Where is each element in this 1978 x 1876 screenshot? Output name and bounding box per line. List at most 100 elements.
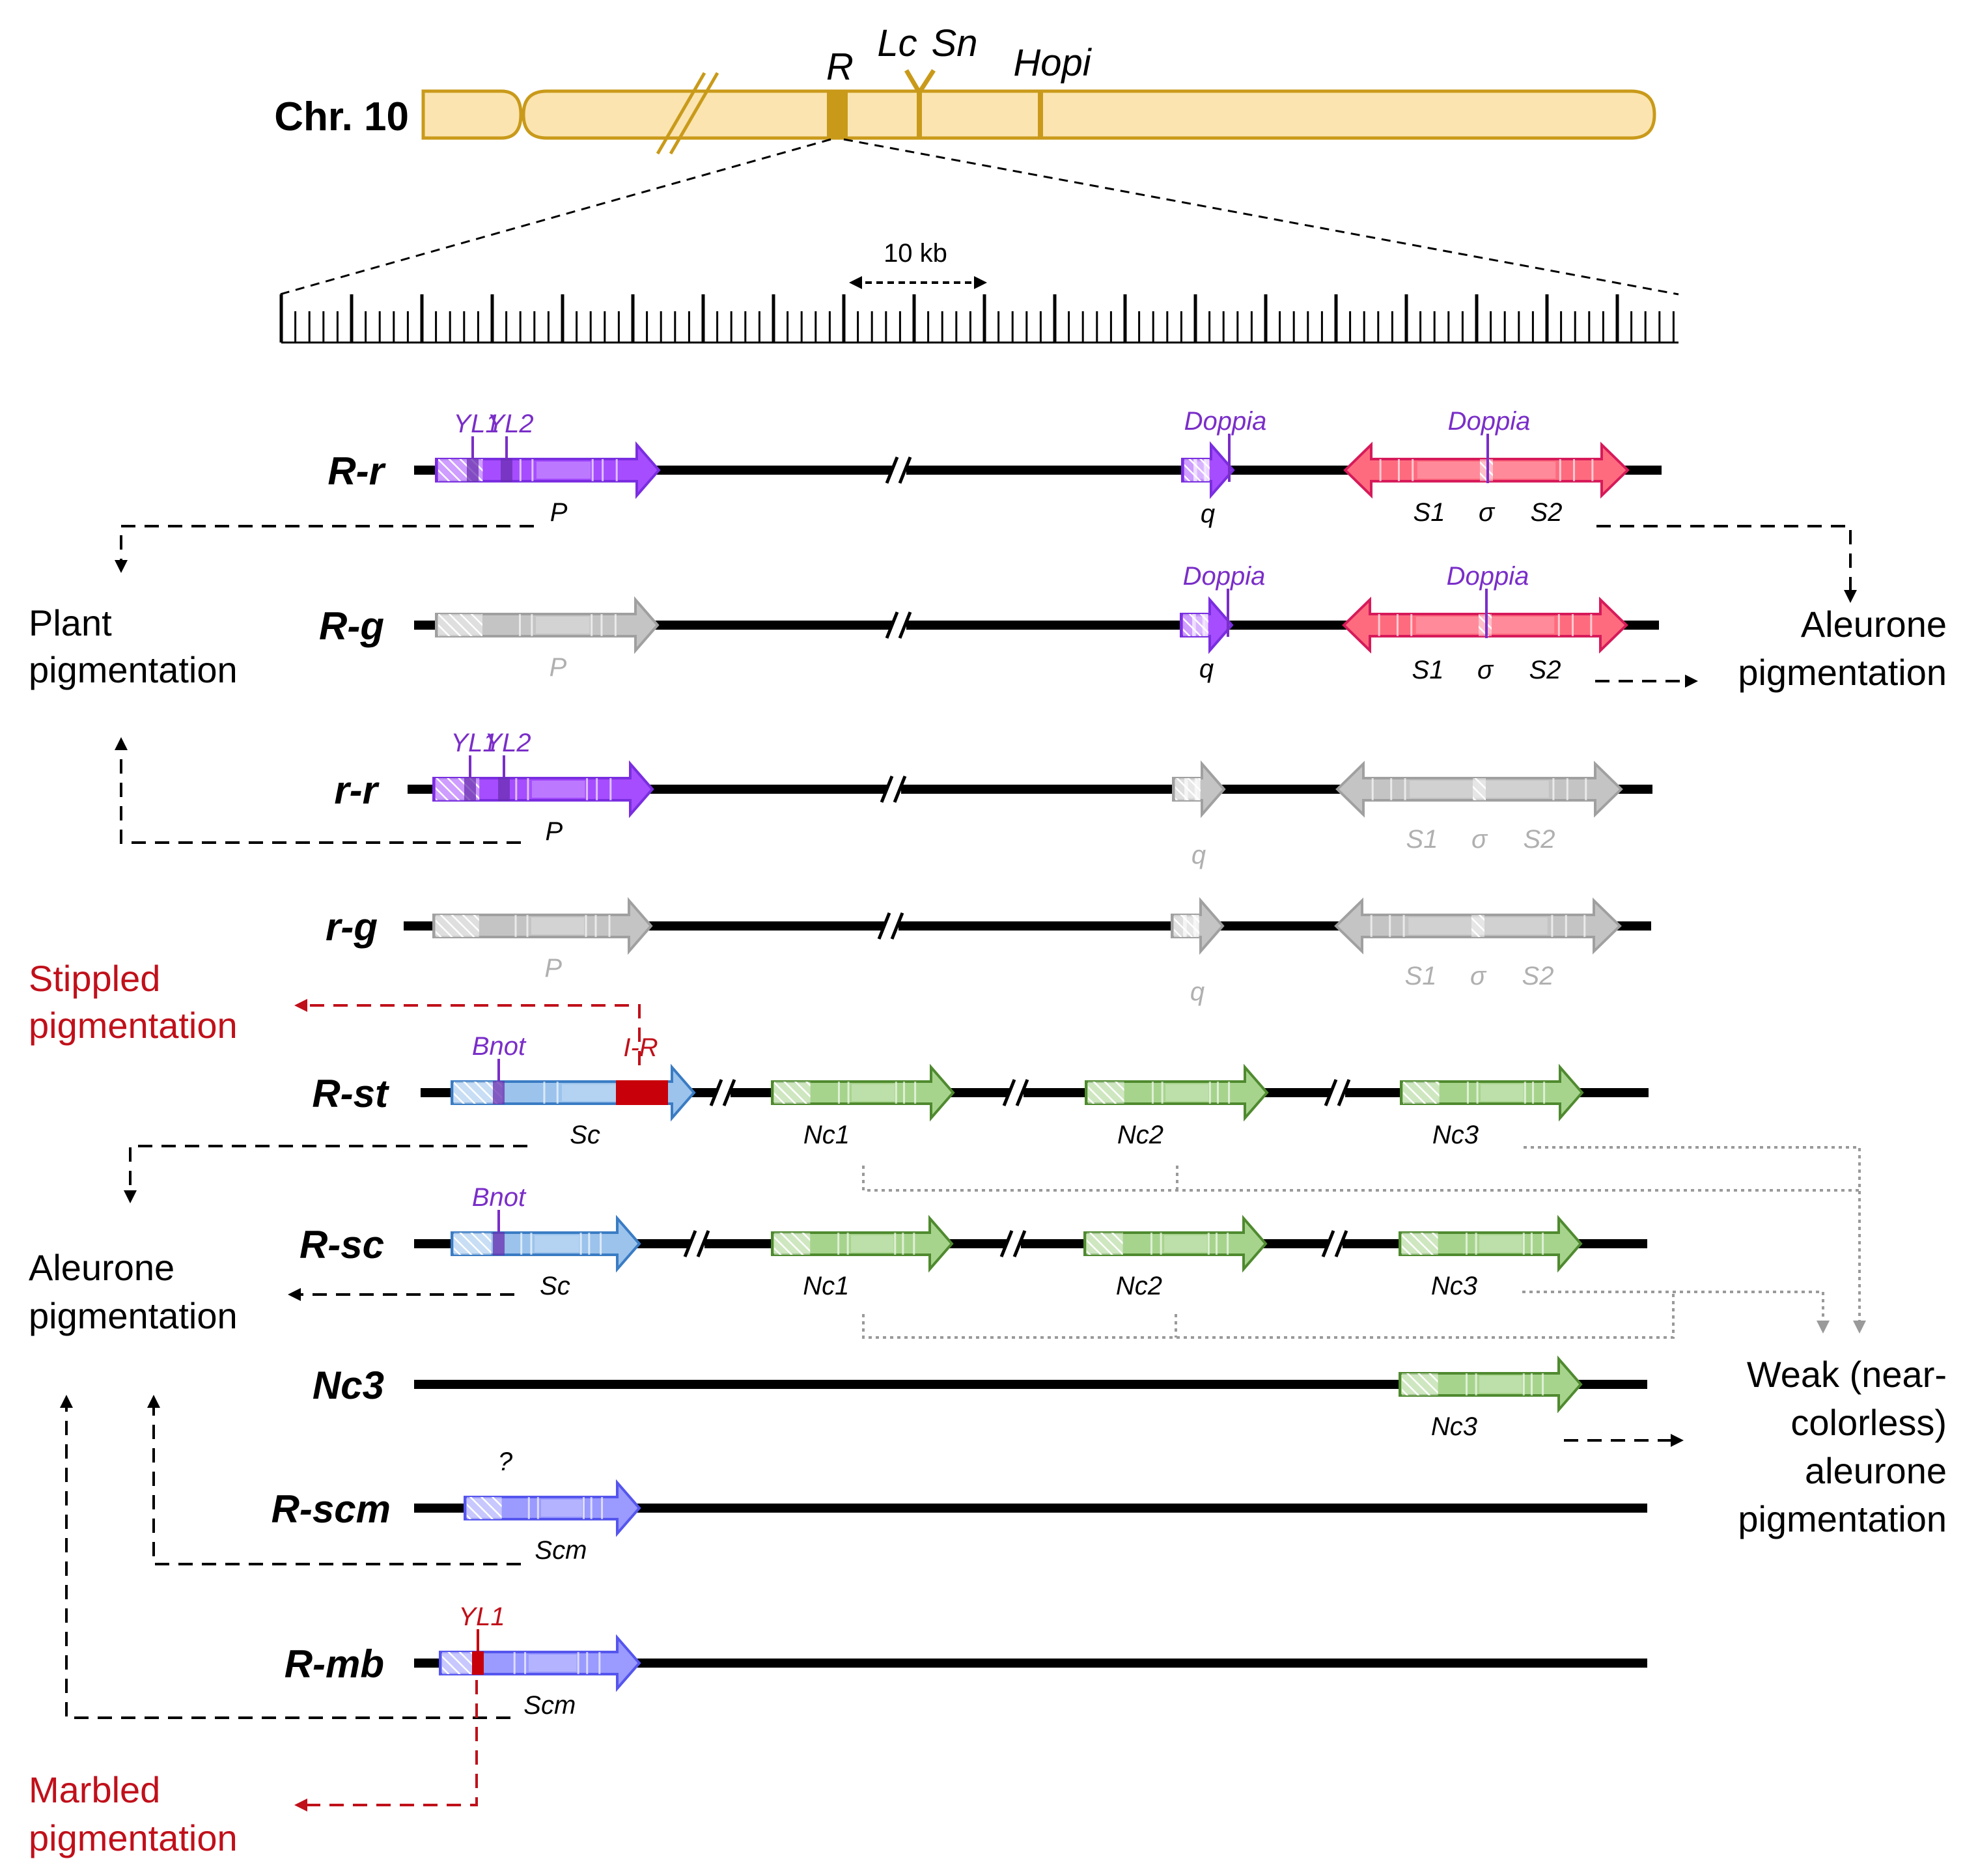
- gene-exon: [529, 1655, 577, 1672]
- gene-scm: Scm?: [464, 1448, 641, 1565]
- transposon-insert-label: Doppia: [1183, 562, 1266, 591]
- gene-label: Nc3: [1432, 1121, 1479, 1149]
- regulatory-element: [493, 1081, 505, 1104]
- allele-name: R-sc: [299, 1223, 384, 1267]
- gene-exon: [536, 617, 590, 634]
- break-mark: [709, 1079, 723, 1106]
- allele-name: r-g: [326, 905, 378, 949]
- gene-utr-region: [454, 1233, 492, 1255]
- gene-utr-region: [438, 614, 482, 636]
- gene-exon: [562, 1084, 622, 1101]
- gene-exon: [1186, 917, 1194, 934]
- gene-exon: [1479, 1235, 1522, 1252]
- allele-name: R-g: [319, 604, 384, 648]
- chromosome-long-arm: [522, 89, 1656, 140]
- chromosome-break-mark: [669, 72, 719, 155]
- gene-exon: [1479, 1376, 1522, 1393]
- connector-yl1-marbled: [294, 1680, 478, 1812]
- gene-label: Scm: [535, 1536, 587, 1565]
- locus-sn-fork: [917, 69, 936, 94]
- regulatory-element-label: ?: [498, 1448, 513, 1476]
- gene-subunit-label: σ: [1470, 962, 1487, 990]
- locus-hopi-label: Hopi: [1013, 42, 1092, 84]
- gene-utr-region: [774, 1082, 811, 1104]
- connector-rsc-nc3-weak: [1522, 1291, 1830, 1334]
- locus-r-label: R: [826, 46, 854, 88]
- break-mark: [898, 611, 912, 639]
- gene-exon: [532, 781, 585, 798]
- gene-utr-region: [774, 1233, 811, 1255]
- break-mark: [683, 1230, 697, 1257]
- gene-exon: [536, 462, 591, 479]
- gene-label: P: [550, 653, 567, 682]
- locus-lc-fork: [904, 69, 922, 94]
- gene-label: Nc1: [803, 1121, 850, 1149]
- gene-exon: [852, 1084, 895, 1101]
- gene-subunit-label: S2: [1529, 656, 1561, 684]
- gene-label: Scm: [523, 1691, 576, 1720]
- gene-exon: [535, 1235, 579, 1252]
- gene-utr-region: [1088, 1082, 1124, 1104]
- gene-subunit-label: S1: [1406, 825, 1438, 854]
- gene-exon: [1195, 617, 1203, 634]
- gene-label: P: [545, 817, 563, 846]
- gene-subunit-label: S1: [1414, 498, 1445, 527]
- allele-name: R-scm: [272, 1487, 391, 1531]
- gene-subunit-label: S2: [1524, 825, 1555, 854]
- gene-scm: Scm YL1: [439, 1603, 641, 1720]
- gene-label: q: [1201, 499, 1215, 528]
- gene-nc1: Nc1: [771, 1214, 954, 1300]
- regulatory-element-label: Bnot: [472, 1032, 527, 1061]
- gene-subunit-label: S2: [1531, 498, 1563, 527]
- gene-subunit-label: σ: [1477, 656, 1494, 684]
- regulatory-element: [493, 1232, 505, 1255]
- locus-lc-label: Lc: [877, 22, 917, 64]
- break-mark: [696, 1230, 710, 1257]
- gene-utr-region: [1087, 1233, 1123, 1255]
- allele-name: r-r: [334, 768, 380, 812]
- regulatory-element: [501, 458, 512, 482]
- locus-sn-label: Sn: [932, 22, 978, 64]
- gene-q: q: [1172, 760, 1226, 869]
- allele-name: Nc3: [313, 1364, 384, 1407]
- break-mark: [1002, 1079, 1016, 1106]
- gene-label: Nc3: [1431, 1272, 1477, 1300]
- gene-p: P: [432, 897, 653, 983]
- connector-rst-nc-weak: [862, 1166, 1860, 1192]
- gene-exon: [1164, 1235, 1207, 1252]
- gene-exon: [541, 1500, 583, 1517]
- gene-label: P: [550, 498, 568, 527]
- gene-subunit-label: S1: [1405, 962, 1437, 990]
- break-mark: [722, 1079, 736, 1106]
- connector-ir-stippled: [294, 999, 641, 1065]
- gene-exon: [1188, 781, 1195, 798]
- regulatory-element-label: YL1: [453, 410, 499, 438]
- regulatory-element-label: YL1: [458, 1603, 505, 1631]
- connector-rsc-nc-weak: [862, 1292, 1675, 1339]
- regulatory-element: [467, 458, 479, 482]
- gene-label: Nc2: [1116, 1272, 1162, 1300]
- allele-name: R-r: [327, 449, 386, 493]
- break-mark: [877, 912, 891, 940]
- gene-label: Sc: [570, 1121, 600, 1149]
- break-mark: [1012, 1230, 1027, 1257]
- connector-rmb-aleurone: [60, 1395, 510, 1719]
- transposon-insert-ir: [616, 1080, 668, 1105]
